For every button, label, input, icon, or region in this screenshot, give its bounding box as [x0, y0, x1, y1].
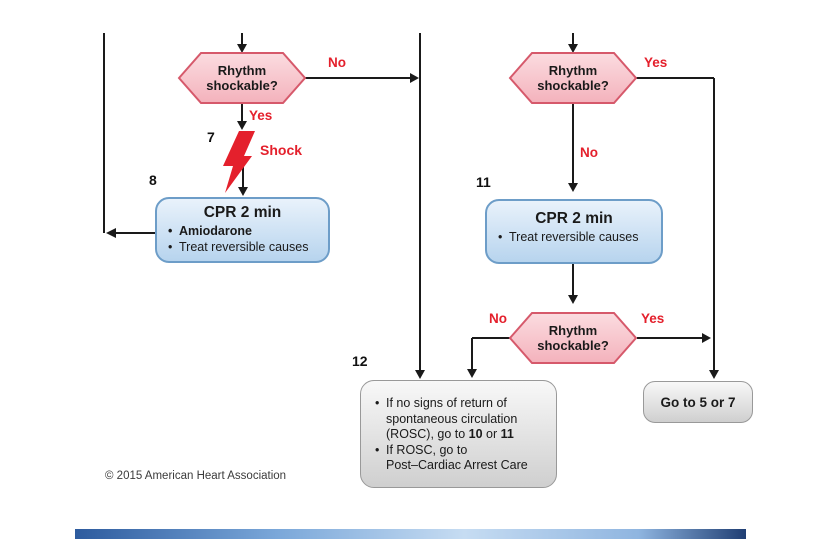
decision-hexagons [177, 52, 638, 364]
bullet-text: Treat reversible causes [179, 240, 309, 254]
rosc-bullet-1-text: If no signs of return of spontaneous cir… [386, 396, 517, 443]
connector-lines [103, 33, 715, 371]
hex1-line1: Rhythm [217, 63, 267, 78]
cpr-box-8-bullet: Amiodarone [168, 224, 328, 239]
bullet-dot [375, 396, 386, 443]
hex3-line2: shockable? [537, 338, 609, 353]
cpr-box-11-title: CPR 2 min [535, 210, 613, 227]
branch-label-yes: Yes [249, 108, 273, 123]
rosc-line: If ROSC, go to [386, 442, 468, 457]
rosc-line: (ROSC), go to 10 or 11 [386, 427, 517, 443]
arrowhead-down-icon [568, 295, 578, 304]
decision-label-hex1: Rhythm shockable? [179, 53, 305, 103]
cpr-box-8: CPR 2 min Amiodarone Treat reversible ca… [155, 197, 330, 263]
hexagon-shape-1 [177, 52, 307, 104]
goto-box-label: Go to 5 or 7 [660, 394, 736, 410]
bullet-dot [168, 224, 179, 239]
cpr-box-11-bullet: Treat reversible causes [498, 230, 661, 245]
arrowhead-down-icon [568, 183, 578, 192]
shock-label: Shock [260, 142, 303, 158]
decision-label-hex3: Rhythm shockable? [510, 313, 636, 363]
arrowhead-down-icon [709, 370, 719, 379]
lightning-bolt-icon [223, 131, 255, 193]
footer-bar [75, 529, 746, 539]
arrowhead-down-icon [568, 44, 578, 53]
arrowhead-left-icon [106, 228, 116, 238]
hex2-line2: shockable? [537, 78, 609, 93]
rosc-line-sep: or [482, 427, 501, 441]
bullet-dot [375, 443, 386, 474]
hexagon-shape-3 [508, 312, 638, 364]
decision-label-hex2: Rhythm shockable? [510, 53, 636, 103]
copyright-text: © 2015 American Heart Association [105, 470, 287, 482]
cpr-box-11: CPR 2 min Treat reversible causes [485, 199, 663, 264]
step-number-8: 8 [149, 172, 157, 188]
cpr-box-8-bullet: Treat reversible causes [168, 240, 328, 255]
rosc-bullet-2: If ROSC, go to Post–Cardiac Arrest Care [375, 443, 546, 474]
branch-label-yes: Yes [644, 55, 668, 70]
arrowhead-down-icon [237, 44, 247, 53]
arrowhead-down-icon [415, 370, 425, 379]
rosc-line: If no signs of return of [386, 396, 507, 410]
arrowhead-down-icon [467, 369, 477, 378]
rosc-line: Post–Cardiac Arrest Care [386, 458, 528, 472]
bullet-text: Amiodarone [179, 224, 252, 238]
rosc-bullet-1: If no signs of return of spontaneous cir… [375, 396, 546, 443]
branch-label-yes: Yes [641, 311, 665, 326]
hex2-line1: Rhythm [548, 63, 598, 78]
arrowheads [106, 44, 719, 379]
hex1-line2: shockable? [206, 78, 278, 93]
branch-label-no: No [580, 145, 598, 160]
rosc-bullet-2-text: If ROSC, go to Post–Cardiac Arrest Care [386, 443, 528, 474]
rosc-line: spontaneous circulation [386, 411, 518, 426]
hexagon-shape-2 [508, 52, 638, 104]
goto-box: Go to 5 or 7 [643, 381, 753, 423]
bullet-dot [498, 230, 509, 245]
step-number-7: 7 [207, 129, 215, 145]
arrowhead-right-icon [702, 333, 711, 343]
step-number-12: 12 [352, 353, 368, 369]
rosc-step-ref-11: 11 [500, 427, 514, 441]
bullet-dot [168, 240, 179, 255]
arrowhead-down-icon [238, 187, 248, 196]
rosc-step-ref-10: 10 [468, 427, 483, 441]
hex3-line1: Rhythm [548, 323, 598, 338]
rosc-line-pre: (ROSC), go to [386, 427, 469, 441]
cpr-box-8-title: CPR 2 min [203, 204, 282, 221]
rosc-box-12: If no signs of return of spontaneous cir… [360, 380, 557, 488]
bullet-text: Treat reversible causes [509, 230, 639, 244]
arrowhead-right-icon [410, 73, 419, 83]
branch-label-no: No [328, 55, 346, 70]
arrowhead-down-icon [237, 121, 247, 130]
branch-label-no: No [489, 311, 507, 326]
step-number-11: 11 [476, 174, 491, 190]
